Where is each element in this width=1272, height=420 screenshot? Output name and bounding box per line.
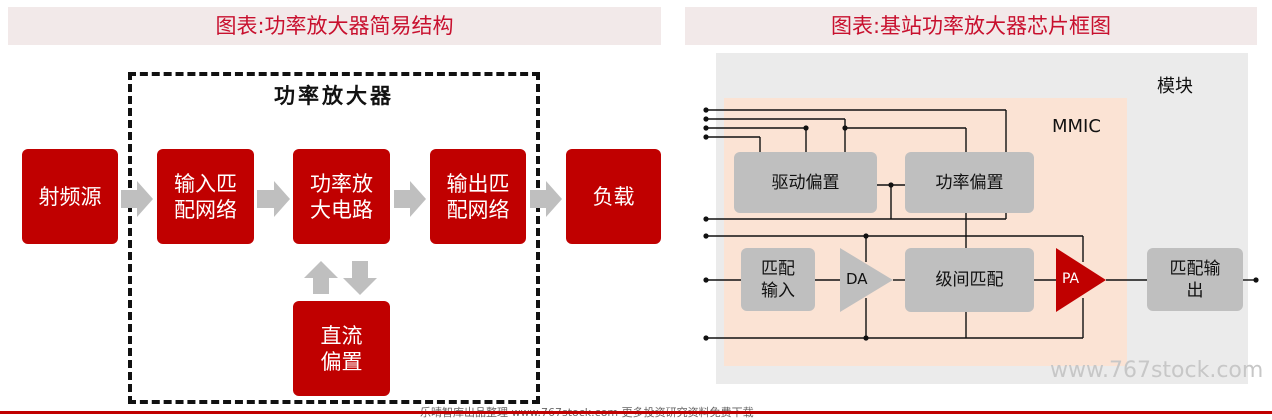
pa-label: PA xyxy=(1062,271,1080,287)
arrow-bias-up xyxy=(304,261,338,294)
module-label: 模块 xyxy=(1157,76,1193,97)
driver-bias-box: 驱动偏置 xyxy=(734,152,877,213)
da-amplifier-triangle xyxy=(840,248,893,312)
output-match-network-box: 输出匹 配网络 xyxy=(430,149,526,244)
match-output-box: 匹配输 出 xyxy=(1147,248,1243,311)
mmic-label: MMIC xyxy=(1052,116,1101,137)
arrow-amp-to-output xyxy=(394,181,426,217)
arrow-source-to-input xyxy=(121,181,153,217)
arrow-input-to-amp xyxy=(257,181,290,217)
rf-source-box: 射频源 xyxy=(22,149,118,244)
match-input-box: 匹配 输入 xyxy=(741,248,815,311)
right-panel-title: 图表:基站功率放大器芯片框图 xyxy=(685,7,1257,45)
da-label: DA xyxy=(846,270,868,288)
left-panel-title: 图表:功率放大器简易结构 xyxy=(8,7,661,45)
mmic-area xyxy=(724,98,1127,366)
power-amplifier-circuit-box: 功率放 大电路 xyxy=(293,149,390,244)
power-bias-box: 功率偏置 xyxy=(905,152,1034,213)
watermark: www.767stock.com xyxy=(1050,358,1264,383)
input-match-network-box: 输入匹 配网络 xyxy=(157,149,254,244)
dc-bias-box: 直流 偏置 xyxy=(293,301,390,396)
pa-amplifier-triangle xyxy=(1056,248,1106,312)
power-amplifier-label: 功率放大器 xyxy=(274,84,394,108)
load-box: 负载 xyxy=(566,149,661,244)
arrow-bias-down xyxy=(343,261,377,295)
power-amplifier-boundary xyxy=(128,72,540,404)
footer-line xyxy=(0,411,1272,414)
arrow-output-to-load xyxy=(530,181,562,217)
interstage-match-box: 级间匹配 xyxy=(905,248,1034,312)
